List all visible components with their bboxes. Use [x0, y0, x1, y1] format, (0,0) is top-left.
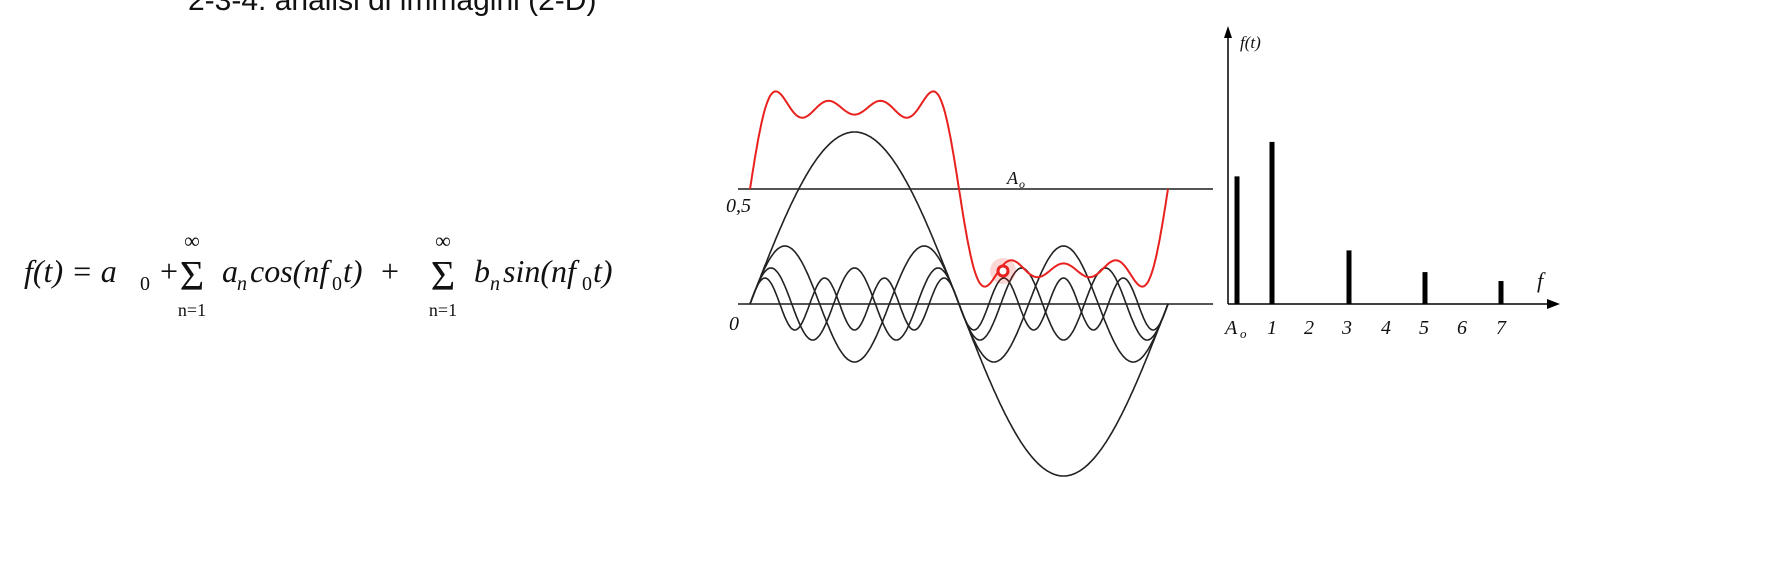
- tick-label-ao-sub: o: [1240, 326, 1247, 341]
- sum-1-symbol: Σ: [180, 254, 204, 300]
- sum-2-symbol: Σ: [431, 254, 455, 300]
- term2-func: sin(nf: [503, 253, 580, 289]
- term2-end: t): [593, 253, 613, 289]
- fourier-series-formula: f(t) = a 0 + ∞ Σ n=1 a n cos(nf 0 t) + ∞…: [24, 228, 613, 320]
- tick-label-ao: A: [1223, 317, 1238, 339]
- spectrum-y-label: f(t): [1240, 33, 1261, 52]
- spectrum-ticks: 1 2 3 4 5 6 7: [1267, 317, 1507, 339]
- cursor-dot-icon: [996, 264, 1010, 278]
- sum-1-lower: n=1: [178, 300, 206, 320]
- term1-end: t): [343, 253, 363, 289]
- formula-lhs: f(t) = a: [24, 253, 117, 289]
- sum-1-upper: ∞: [184, 228, 200, 253]
- term1-f-sub: 0: [332, 273, 342, 295]
- x-axis-arrow-icon: [1547, 299, 1560, 309]
- slide-title: 2-3-4. analisi di immagini (2-D): [188, 0, 597, 17]
- spectrum-bar-7: [1498, 281, 1504, 304]
- term1-func: cos(nf: [250, 253, 332, 289]
- term2-coef-sub: n: [490, 273, 500, 295]
- formula-plus-1: +: [160, 253, 178, 289]
- tick-label-1: 1: [1267, 317, 1277, 339]
- tick-label-6: 6: [1457, 317, 1467, 339]
- waveform-diagram: 0,5 0 A o: [726, 90, 1213, 477]
- tick-label-2: 2: [1304, 317, 1314, 339]
- harmonic-7-curve: [749, 277, 1169, 331]
- spectrum-chart: f(t) f A o 1 2 3 4 5 6 7: [1223, 26, 1560, 341]
- sum-2-lower: n=1: [429, 300, 457, 320]
- tick-label-5: 5: [1419, 317, 1429, 339]
- spectrum-x-label: f: [1537, 268, 1546, 293]
- spectrum-bar-ao: [1234, 176, 1240, 304]
- spectrum-bars: [1234, 141, 1504, 304]
- term2-coef: b: [474, 253, 490, 289]
- tick-label-7: 7: [1496, 317, 1507, 339]
- tick-label-4: 4: [1381, 317, 1391, 339]
- spectrum-bar-3: [1346, 250, 1352, 304]
- spectrum-bar-1: [1269, 141, 1275, 304]
- formula-a-sub: 0: [140, 273, 150, 295]
- formula-plus-2: +: [381, 253, 399, 289]
- label-ao: A: [1006, 168, 1019, 188]
- spectrum-bar-5: [1422, 272, 1428, 304]
- sum-2-upper: ∞: [435, 228, 451, 253]
- label-half: 0,5: [726, 195, 751, 217]
- term1-coef: a: [222, 253, 238, 289]
- term2-f-sub: 0: [582, 273, 592, 295]
- fourier-sum-curve: [749, 90, 1169, 288]
- term1-coef-sub: n: [237, 273, 247, 295]
- y-axis-arrow-icon: [1224, 26, 1232, 38]
- tick-label-3: 3: [1341, 317, 1352, 339]
- label-zero: 0: [729, 313, 739, 335]
- label-ao-sub: o: [1019, 177, 1025, 191]
